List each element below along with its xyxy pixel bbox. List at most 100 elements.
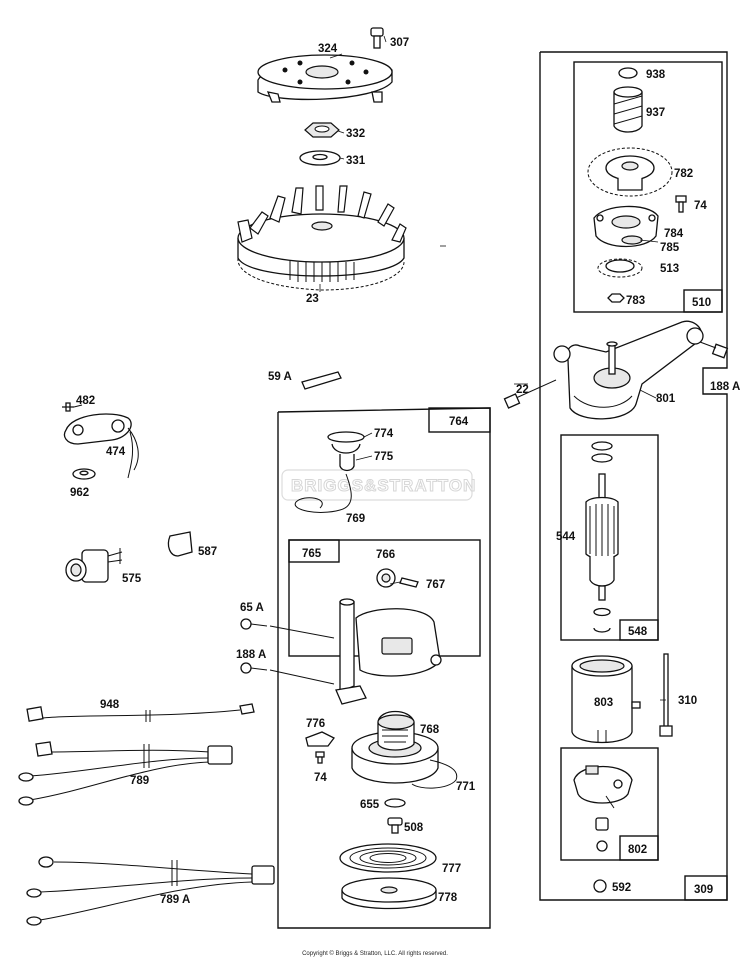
rope-769 — [294, 473, 352, 513]
label-65a: 65 A — [240, 602, 264, 614]
svg-text:BRIGGS&STRATTON: BRIGGS&STRATTON — [291, 476, 476, 495]
flywheel-23 — [237, 185, 407, 291]
label-587: 587 — [198, 546, 217, 558]
label-74-right: 74 — [694, 200, 707, 212]
label-803: 803 — [594, 697, 613, 709]
label-592: 592 — [612, 882, 631, 894]
screw-65a — [240, 618, 335, 639]
label-482: 482 — [76, 395, 95, 407]
screw-22 — [503, 379, 557, 409]
label-513: 513 — [660, 263, 679, 275]
leader-lines — [319, 35, 666, 701]
label-309: 309 — [694, 884, 713, 896]
clip-938 — [618, 67, 638, 79]
label-22: 22 — [516, 384, 529, 396]
label-774: 774 — [374, 428, 394, 440]
label-74-left: 74 — [314, 772, 327, 784]
guide-766 — [376, 568, 396, 588]
label-948: 948 — [100, 699, 120, 711]
label-765: 765 — [302, 548, 322, 560]
left-parts — [18, 371, 342, 926]
flywheel-assembly — [237, 27, 407, 291]
label-783: 783 — [626, 295, 645, 307]
pin-59a — [301, 371, 342, 390]
starter-kit-764 — [240, 431, 458, 910]
label-937: 937 — [646, 107, 665, 119]
gear-782 — [587, 147, 673, 197]
box-548 — [560, 434, 659, 641]
label-775: 775 — [374, 451, 394, 463]
label-188a-right: 188 A — [710, 381, 740, 393]
washer-331 — [299, 150, 341, 166]
cup-778 — [341, 877, 437, 910]
label-766: 766 — [376, 549, 395, 561]
spring-771 — [411, 759, 458, 789]
label-575: 575 — [122, 573, 142, 585]
label-59a: 59 A — [268, 371, 292, 383]
nut-332 — [304, 122, 340, 138]
bolt-310 — [659, 653, 673, 737]
box-510 — [573, 61, 723, 313]
label-655: 655 — [360, 799, 380, 811]
label-508: 508 — [404, 822, 424, 834]
spring-777 — [339, 843, 437, 873]
label-771: 771 — [456, 781, 476, 793]
box-764-tag — [428, 407, 491, 433]
washer-655 — [384, 798, 406, 808]
screw-188a-right — [699, 341, 729, 359]
label-23: 23 — [306, 293, 319, 305]
starter-motor-309 — [503, 67, 729, 893]
box-764 — [277, 407, 491, 929]
solenoid-575 — [65, 548, 123, 583]
nut-783 — [607, 293, 625, 303]
sensor-474 — [63, 413, 139, 479]
label-785: 785 — [660, 242, 680, 254]
pawl-776 — [305, 731, 335, 747]
box-802 — [560, 747, 659, 861]
label-510: 510 — [692, 297, 711, 309]
handle-774 — [327, 431, 365, 472]
label-938: 938 — [646, 69, 666, 81]
label-331: 331 — [346, 155, 366, 167]
label-188a-left: 188 A — [236, 649, 266, 661]
label-474: 474 — [106, 446, 126, 458]
clip-587 — [167, 531, 193, 557]
label-767: 767 — [426, 579, 445, 591]
label-769: 769 — [346, 513, 365, 525]
screw-508 — [387, 817, 403, 834]
label-782: 782 — [674, 168, 693, 180]
label-768: 768 — [420, 724, 440, 736]
box-802-tag — [619, 835, 659, 861]
end-cap-802 — [573, 765, 633, 852]
box-765-tag — [288, 539, 340, 563]
label-764: 764 — [449, 416, 469, 428]
label-310: 310 — [678, 695, 697, 707]
bracket-784 — [593, 205, 659, 248]
label-324: 324 — [318, 43, 338, 55]
rotating-screen-324 — [257, 54, 393, 103]
box-548-tag — [619, 619, 659, 641]
label-332: 332 — [346, 128, 365, 140]
copyright-text: Copyright © Briggs & Stratton, LLC. All … — [302, 951, 448, 957]
screw-482 — [62, 402, 83, 412]
starter-bracket — [335, 598, 442, 705]
part-labels: 324 307 332 331 23 482 474 962 575 587 5… — [70, 37, 740, 906]
harness-789 — [18, 741, 233, 806]
label-784: 784 — [664, 228, 684, 240]
box-309-tag — [684, 875, 728, 901]
label-802: 802 — [628, 844, 647, 856]
screw-74-left — [315, 751, 325, 764]
label-544: 544 — [556, 531, 576, 543]
nut-592 — [593, 879, 607, 893]
pulley-768 — [351, 710, 439, 784]
screw-188a-left — [240, 662, 335, 685]
screw-307 — [370, 27, 384, 49]
harness-789a — [26, 856, 275, 926]
box-309 — [539, 51, 728, 901]
label-962: 962 — [70, 487, 89, 499]
motor-housing-803 — [571, 655, 641, 744]
wire-948 — [26, 703, 255, 722]
screw-74-right — [675, 195, 687, 213]
box-510-tag — [683, 289, 723, 313]
armature-544 — [585, 473, 619, 601]
